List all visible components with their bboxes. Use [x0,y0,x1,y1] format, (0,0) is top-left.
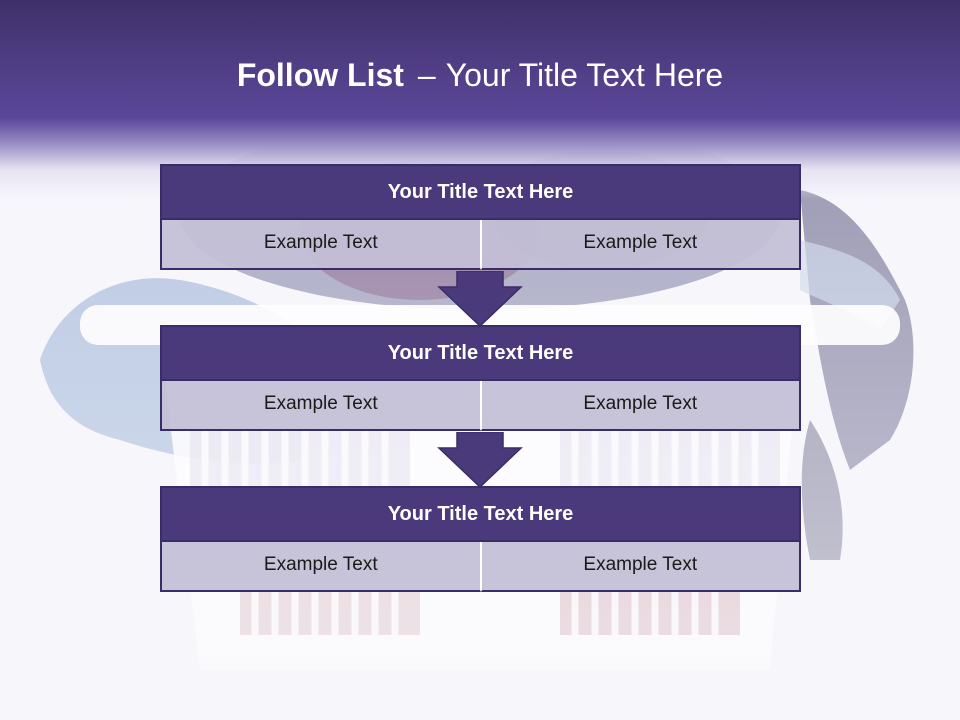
slide-title-separator: – [417,57,436,93]
block-row: Example Text Example Text [160,542,801,592]
list-block-3: Your Title Text Here Example Text Exampl… [160,486,801,592]
block-cell-right: Example Text [480,542,801,592]
slide-title-rest: Your Title Text Here [445,57,724,93]
block-title: Your Title Text Here [160,164,801,220]
down-arrow-icon [437,271,523,327]
block-title: Your Title Text Here [160,325,801,381]
list-block-1: Your Title Text Here Example Text Exampl… [160,164,801,270]
block-cell-right: Example Text [480,220,801,270]
slide-title: Follow List–Your Title Text Here [0,55,960,95]
block-row: Example Text Example Text [160,381,801,431]
block-cell-left: Example Text [160,542,481,592]
block-cell-left: Example Text [160,381,481,431]
block-cell-left: Example Text [160,220,481,270]
block-cell-right: Example Text [480,381,801,431]
block-row: Example Text Example Text [160,220,801,270]
slide-title-bold: Follow List [236,57,404,93]
list-block-2: Your Title Text Here Example Text Exampl… [160,325,801,431]
down-arrow-icon [437,432,523,488]
block-title: Your Title Text Here [160,486,801,542]
